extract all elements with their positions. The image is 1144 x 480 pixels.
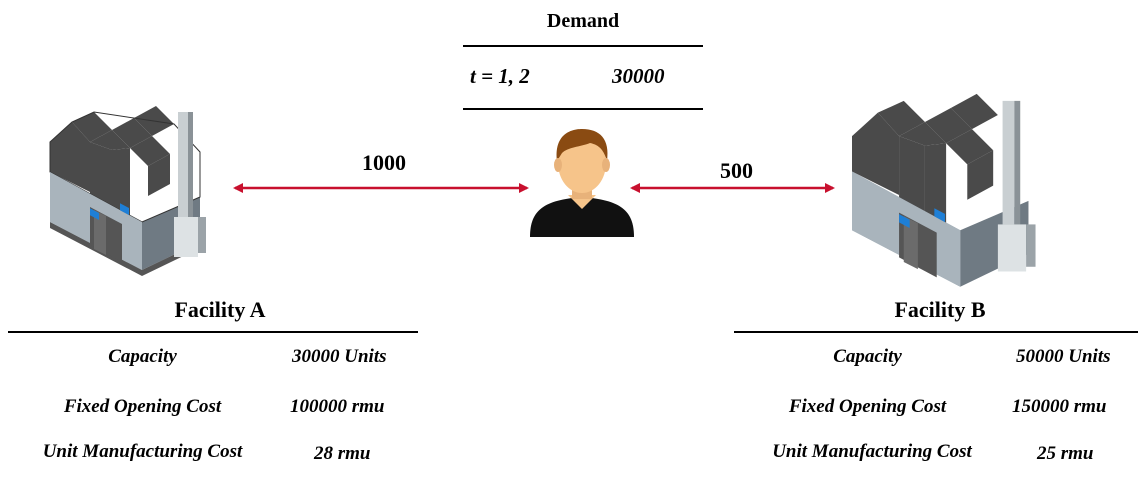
facility-a-label-capacity: Capacity	[108, 346, 177, 367]
facility-b-label-unit-cost: Unit Manufacturing Cost	[772, 441, 972, 462]
facility-a-value-fixed-cost: 100000 rmu	[290, 396, 385, 417]
facility-a-title: Facility A	[174, 297, 266, 322]
demand-top-rule	[463, 45, 703, 47]
demand-value: 30000	[612, 64, 665, 88]
facility-b-value-capacity: 50000 Units	[1016, 346, 1111, 367]
facility-b-value-unit-cost: 25 rmu	[1037, 443, 1094, 464]
demand-period: t = 1, 2	[470, 64, 530, 88]
facility-a-rule	[8, 331, 418, 333]
link-label-b: 500	[720, 158, 753, 183]
facility-b-title: Facility B	[894, 297, 986, 322]
facility-b-label-fixed-cost: Fixed Opening Cost	[788, 396, 947, 417]
facility-a-value-unit-cost: 28 rmu	[314, 443, 371, 464]
facility-a-label-unit-cost: Unit Manufacturing Cost	[42, 441, 243, 462]
facility-b-label-capacity: Capacity	[833, 346, 902, 367]
facility-b-value-fixed-cost: 150000 rmu	[1012, 396, 1107, 417]
facility-b-rule	[734, 331, 1138, 333]
person-icon	[530, 129, 634, 237]
facility-a-value-capacity: 30000 Units	[292, 346, 387, 367]
facility-a-label-fixed-cost: Fixed Opening Cost	[63, 396, 222, 417]
factory-icon	[852, 93, 1036, 287]
demand-title: Demand	[546, 10, 620, 32]
link-label-a: 1000	[362, 150, 406, 175]
factory-icon	[49, 106, 206, 276]
demand-bottom-rule	[463, 108, 703, 110]
